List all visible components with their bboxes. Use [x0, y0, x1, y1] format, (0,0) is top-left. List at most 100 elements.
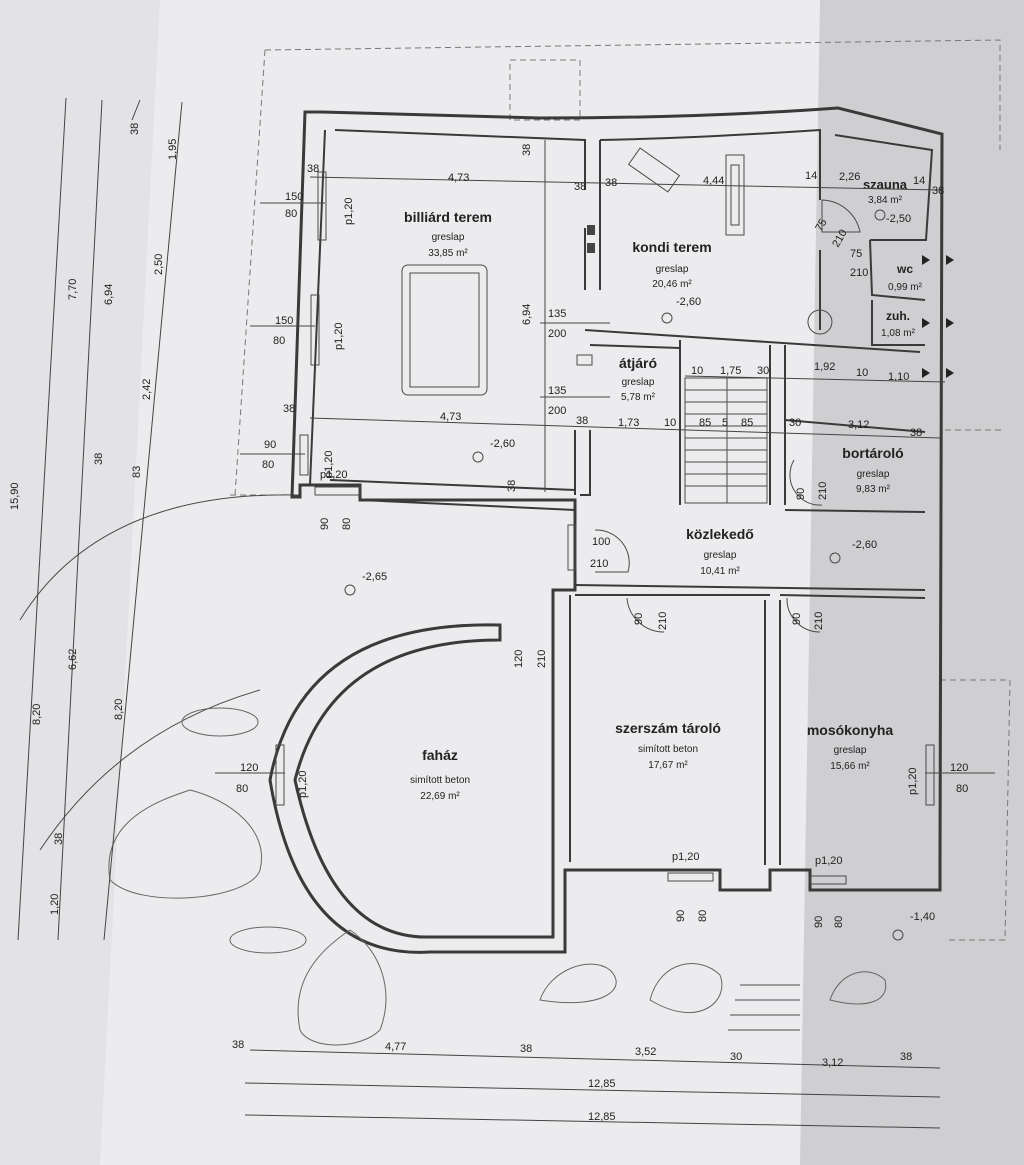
dim-bot-352: 3,52	[635, 1046, 656, 1058]
room-floor: greslap	[704, 550, 737, 561]
mk-win-h: 80	[956, 783, 968, 795]
dim-left-694: 6,94	[103, 284, 115, 305]
dim-left-38b: 38	[129, 123, 141, 135]
atj-bot-w: 135	[548, 385, 566, 397]
dim-r2-38c: 38	[910, 427, 922, 439]
dim-r2-5: 5	[722, 417, 728, 429]
room-name: wc	[896, 262, 913, 276]
room-area: 15,66 m²	[830, 761, 870, 772]
room-name: faház	[422, 747, 458, 763]
room-name: billiárd terem	[404, 209, 492, 225]
room-area: 10,41 m²	[700, 566, 740, 577]
win-bil1-h: 80	[285, 208, 297, 220]
mk-bwin-w: 90	[813, 916, 825, 928]
room-floor: greslap	[834, 745, 867, 756]
dim-stair-10: 10	[691, 365, 703, 377]
dim-left-1590: 15,90	[9, 482, 21, 510]
dim-bot-312: 3,12	[822, 1057, 843, 1069]
win-bil3-w: 90	[264, 439, 276, 451]
dim-left-38c: 38	[53, 833, 65, 845]
atj-bot-h: 200	[548, 405, 566, 417]
dim-top-38a: 38	[307, 163, 319, 175]
dim-left-195: 1,95	[167, 139, 179, 160]
gym-equipment-icon	[576, 147, 745, 366]
garden-curve-1	[19, 494, 301, 621]
win-bil1-w: 150	[285, 191, 303, 203]
room-kondi: kondi terem greslap 20,46 m²	[632, 239, 711, 290]
mk-win-p: p1,20	[907, 767, 919, 795]
room-area: 0,99 m²	[888, 282, 923, 293]
room-floor: simított beton	[410, 775, 470, 786]
dim-left-662: 6,62	[67, 649, 79, 670]
dim-left-38a: 38	[93, 453, 105, 465]
room-zuh: zuh. 1,08 m²	[881, 309, 916, 339]
room-szerszam: szerszám tároló simított beton 17,67 m²	[615, 720, 721, 771]
win-bil2-p: p1,20	[333, 322, 345, 350]
room-billiard: billiárd terem greslap 33,85 m²	[404, 209, 492, 259]
win-bot-p: p1,20	[320, 469, 348, 481]
dim-left-120: 1,20	[49, 894, 61, 915]
fahaz-door-h: 210	[536, 650, 548, 668]
dim-bot-30: 30	[730, 1051, 742, 1063]
door-swings	[594, 199, 861, 633]
paper-edge-shade	[0, 0, 160, 1165]
fahaz-win-p: p1,20	[297, 770, 309, 798]
dim-v-38-top: 38	[521, 144, 533, 156]
sz-d2-h: 210	[850, 267, 868, 279]
garden-curve-2	[39, 689, 261, 851]
level-markers	[344, 209, 904, 941]
walls	[268, 106, 944, 954]
dim-r2-85b: 85	[741, 417, 753, 429]
dim-top-14a: 14	[805, 170, 817, 182]
room-szauna: szauna 3,84 m²	[863, 177, 908, 206]
fahaz-win-h: 80	[236, 783, 248, 795]
paper-fold-shadow	[800, 0, 1024, 1165]
dim-v-38-bot: 38	[506, 480, 518, 492]
dim-stair-175: 1,75	[720, 365, 741, 377]
room-area: 3,84 m²	[868, 195, 903, 206]
room-name: mosókonyha	[807, 722, 894, 738]
dim-r2-473: 4,73	[440, 411, 461, 423]
dim-left-83: 83	[131, 466, 143, 478]
left-dim-lines	[17, 97, 183, 941]
level-exterior: -1,40	[910, 911, 935, 923]
win-bil2-w: 150	[275, 315, 293, 327]
sz-win-p: p1,20	[672, 851, 700, 863]
sz-d1-w: 75	[813, 217, 830, 234]
dim-r2-38b: 38	[576, 415, 588, 427]
dim-left-242: 2,42	[141, 379, 153, 400]
staircase	[684, 377, 768, 504]
room-name: zuh.	[886, 309, 910, 323]
mk-win-w: 120	[950, 762, 968, 774]
win-bot-h: 80	[341, 518, 353, 530]
dim-r2-312: 3,12	[848, 419, 869, 431]
room-floor: greslap	[656, 264, 689, 275]
interior-dims	[215, 140, 995, 774]
dim-top-14b: 14	[913, 175, 925, 187]
mk-door-h: 210	[813, 612, 825, 630]
room-bortarolo: bortároló greslap 9,83 m²	[842, 445, 903, 495]
room-area: 1,08 m²	[881, 328, 916, 339]
room-mosokonyha: mosókonyha greslap 15,66 m²	[807, 722, 894, 772]
sz-door-w: 90	[633, 613, 645, 625]
sz-d2-w: 75	[850, 248, 862, 260]
room-area: 17,67 m²	[648, 760, 688, 771]
dim-bot-38a: 38	[232, 1039, 244, 1051]
dim-top-473: 4,73	[448, 172, 469, 184]
dim-left-820b: 8,20	[113, 699, 125, 720]
sz-win-h: 80	[697, 910, 709, 922]
dim-bot-477: 4,77	[385, 1041, 406, 1053]
bor-door-h: 210	[817, 482, 829, 500]
dim-top-38c: 38	[605, 177, 617, 189]
room-name: közlekedő	[686, 526, 754, 542]
win-bil3-h: 80	[262, 459, 274, 471]
room-name: kondi terem	[632, 239, 711, 255]
room-floor: simított beton	[638, 744, 698, 755]
dim-r2-10: 10	[664, 417, 676, 429]
win-bot-w: 90	[319, 518, 331, 530]
room-kozlekedo: közlekedő greslap 10,41 m²	[686, 526, 754, 577]
dim-total-1: 12,85	[588, 1078, 616, 1090]
window-symbols	[275, 171, 935, 885]
billiard-table-icon	[401, 264, 488, 396]
dim-total-2: 12,85	[588, 1111, 616, 1123]
